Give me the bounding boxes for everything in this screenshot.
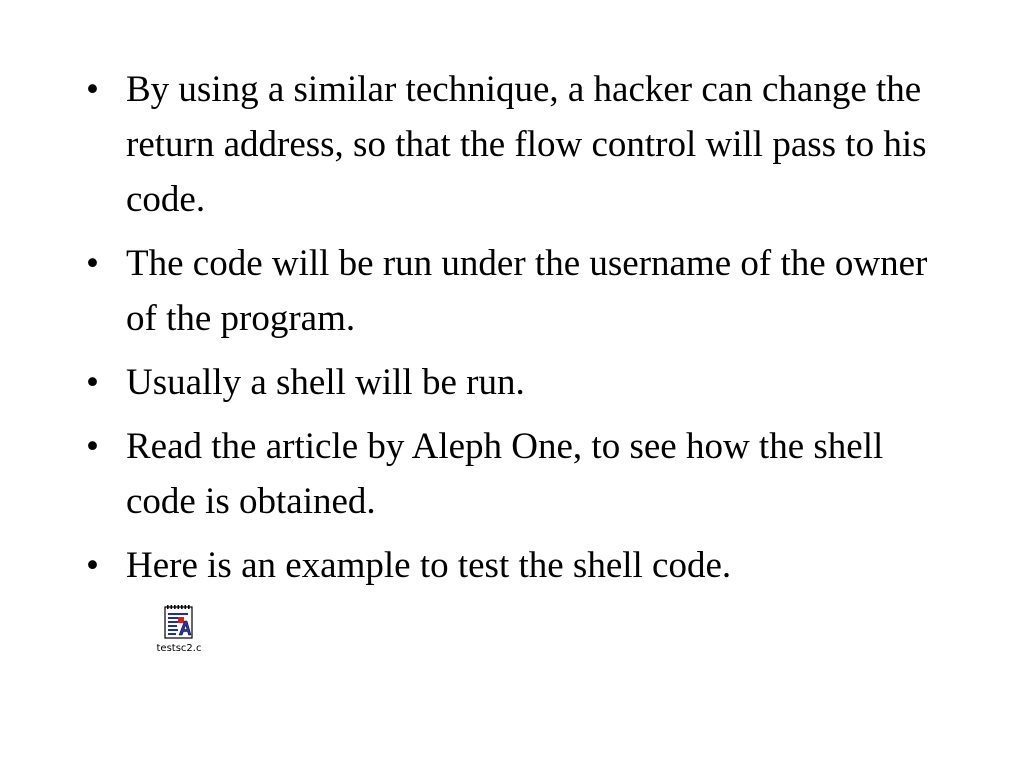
bullet-text: Here is an example to test the shell cod… (126, 545, 732, 586)
bullet-mark: • (86, 362, 99, 403)
bullet-mark: • (86, 545, 99, 586)
bullet-mark: • (86, 426, 99, 467)
text-document-icon (164, 605, 193, 639)
file-name-label: testsc2.c (156, 643, 202, 654)
bullet-text: Usually a shell will be run. (126, 362, 525, 403)
bullet-text: Read the article by Aleph One, to see ho… (126, 426, 884, 522)
bullet-item: • Read the article by Aleph One, to see … (86, 419, 946, 529)
bullet-text: By using a similar technique, a hacker c… (126, 69, 927, 220)
file-attachment[interactable]: testsc2.c (146, 604, 212, 655)
bullet-mark: • (86, 243, 99, 284)
bullet-item: • Usually a shell will be run. (86, 355, 946, 410)
bullet-item: • By using a similar technique, a hacker… (86, 62, 946, 227)
bullet-mark: • (86, 69, 99, 110)
bullet-list: • By using a similar technique, a hacker… (86, 62, 946, 602)
bullet-item: • The code will be run under the usernam… (86, 236, 946, 346)
bullet-item: • Here is an example to test the shell c… (86, 538, 946, 593)
bullet-text: The code will be run under the username … (126, 243, 928, 339)
